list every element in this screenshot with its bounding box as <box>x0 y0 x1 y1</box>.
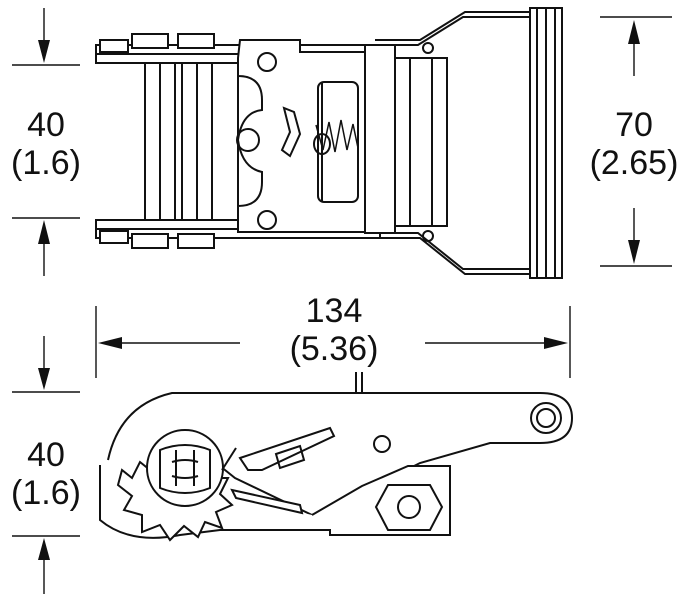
dimension-lines <box>12 8 672 594</box>
hex-nut <box>374 484 444 531</box>
top-view <box>95 7 563 279</box>
pawl-arm <box>238 426 336 471</box>
top-right-height-inch: (2.65) <box>590 144 679 182</box>
top-right-height-value: 70 <box>615 106 653 144</box>
handle-frame-top <box>375 11 535 41</box>
length-inch: (5.36) <box>290 330 379 368</box>
top-left-height-value: 40 <box>27 106 65 144</box>
handle-frame-bottom <box>375 237 535 275</box>
length-value: 134 <box>306 292 363 330</box>
lever-hole <box>530 402 562 434</box>
bottom-left-height-inch: (1.6) <box>11 474 81 512</box>
side-view <box>99 372 574 542</box>
pawl-plate <box>236 39 366 233</box>
top-left-height-inch: (1.6) <box>11 144 81 182</box>
bottom-left-height-value: 40 <box>27 436 65 474</box>
dimension-labels: 40 (1.6) 70 (2.65) 134 (5.36) 40 (1.6) <box>11 106 678 512</box>
lever <box>107 392 574 517</box>
spring <box>315 119 359 153</box>
spindle <box>146 429 224 507</box>
